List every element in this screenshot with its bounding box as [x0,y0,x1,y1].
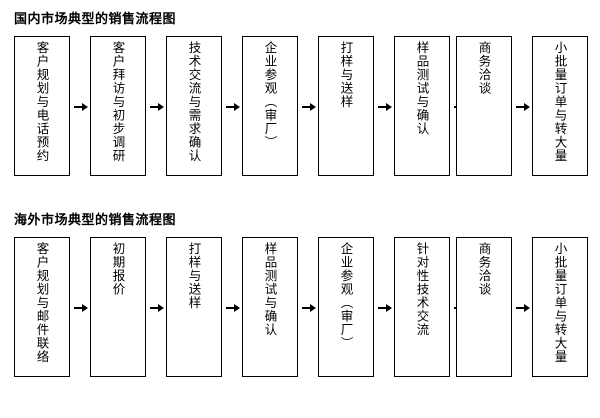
arrow-right-icon [516,304,530,312]
flow-node-6-label: 针对性技术交流 [414,242,430,337]
flow-node-1-label: 客户规划与电话预约 [34,41,50,163]
flow-node-4-label: 企业参观（审厂） [262,41,278,149]
flow-section-overseas: 海外市场典型的销售流程图 客户规划与邮件联络 初期报价 打样与送样 样品测试与确… [0,213,600,387]
flow-node-5[interactable]: 打样与送样 [318,36,374,176]
flow-node-7-label: 商务洽谈 [476,41,492,95]
section-title-domestic: 国内市场典型的销售流程图 [14,12,177,27]
flow-node-8-label: 小批量订单与转大量 [552,242,568,364]
flow-node-8[interactable]: 小批量订单与转大量 [532,237,588,377]
flow-node-3-label: 技术交流与需求确认 [186,41,202,163]
arrow-right-icon [74,304,88,312]
flow-node-3[interactable]: 打样与送样 [166,237,222,377]
flow-node-2[interactable]: 初期报价 [90,237,146,377]
flow-node-3[interactable]: 技术交流与需求确认 [166,36,222,176]
flow-node-8-label: 小批量订单与转大量 [552,41,568,163]
flow-node-6-label: 样品测试与确认 [414,41,430,136]
flow-row-overseas: 客户规划与邮件联络 初期报价 打样与送样 样品测试与确认 企业参观（审厂） 针对… [0,237,600,387]
flow-node-2-label: 初期报价 [110,242,126,296]
flow-node-5[interactable]: 企业参观（审厂） [318,237,374,377]
flow-node-8[interactable]: 小批量订单与转大量 [532,36,588,176]
arrow-right-icon [378,304,392,312]
flow-row-domestic: 客户规划与电话预约 客户拜访与初步调研 技术交流与需求确认 企业参观（审厂） 打… [0,36,600,186]
arrow-right-icon [302,103,316,111]
arrow-right-icon [226,304,240,312]
arrow-right-icon [226,103,240,111]
arrow-right-icon [150,103,164,111]
flow-node-1[interactable]: 客户规划与电话预约 [14,36,70,176]
flow-node-5-label: 企业参观（审厂） [338,242,354,350]
flow-node-1[interactable]: 客户规划与邮件联络 [14,237,70,377]
flow-node-4[interactable]: 企业参观（审厂） [242,36,298,176]
flow-node-5-label: 打样与送样 [338,41,354,109]
flow-node-7-label: 商务洽谈 [476,242,492,296]
flow-node-6[interactable]: 样品测试与确认 [394,36,450,176]
flow-node-6[interactable]: 针对性技术交流 [394,237,450,377]
flow-node-4-label: 样品测试与确认 [262,242,278,337]
flow-section-domestic: 国内市场典型的销售流程图 客户规划与电话预约 客户拜访与初步调研 技术交流与需求… [0,12,600,186]
flow-node-1-label: 客户规划与邮件联络 [34,242,50,364]
arrow-right-icon [302,304,316,312]
arrow-right-icon [516,103,530,111]
section-title-overseas: 海外市场典型的销售流程图 [14,213,177,228]
flow-node-3-label: 打样与送样 [186,242,202,310]
arrow-right-icon [378,103,392,111]
arrow-right-icon [150,304,164,312]
flow-node-7[interactable]: 商务洽谈 [456,36,512,176]
flow-node-2-label: 客户拜访与初步调研 [110,41,126,163]
flow-node-4[interactable]: 样品测试与确认 [242,237,298,377]
flow-node-2[interactable]: 客户拜访与初步调研 [90,36,146,176]
arrow-right-icon [74,103,88,111]
flow-node-7[interactable]: 商务洽谈 [456,237,512,377]
